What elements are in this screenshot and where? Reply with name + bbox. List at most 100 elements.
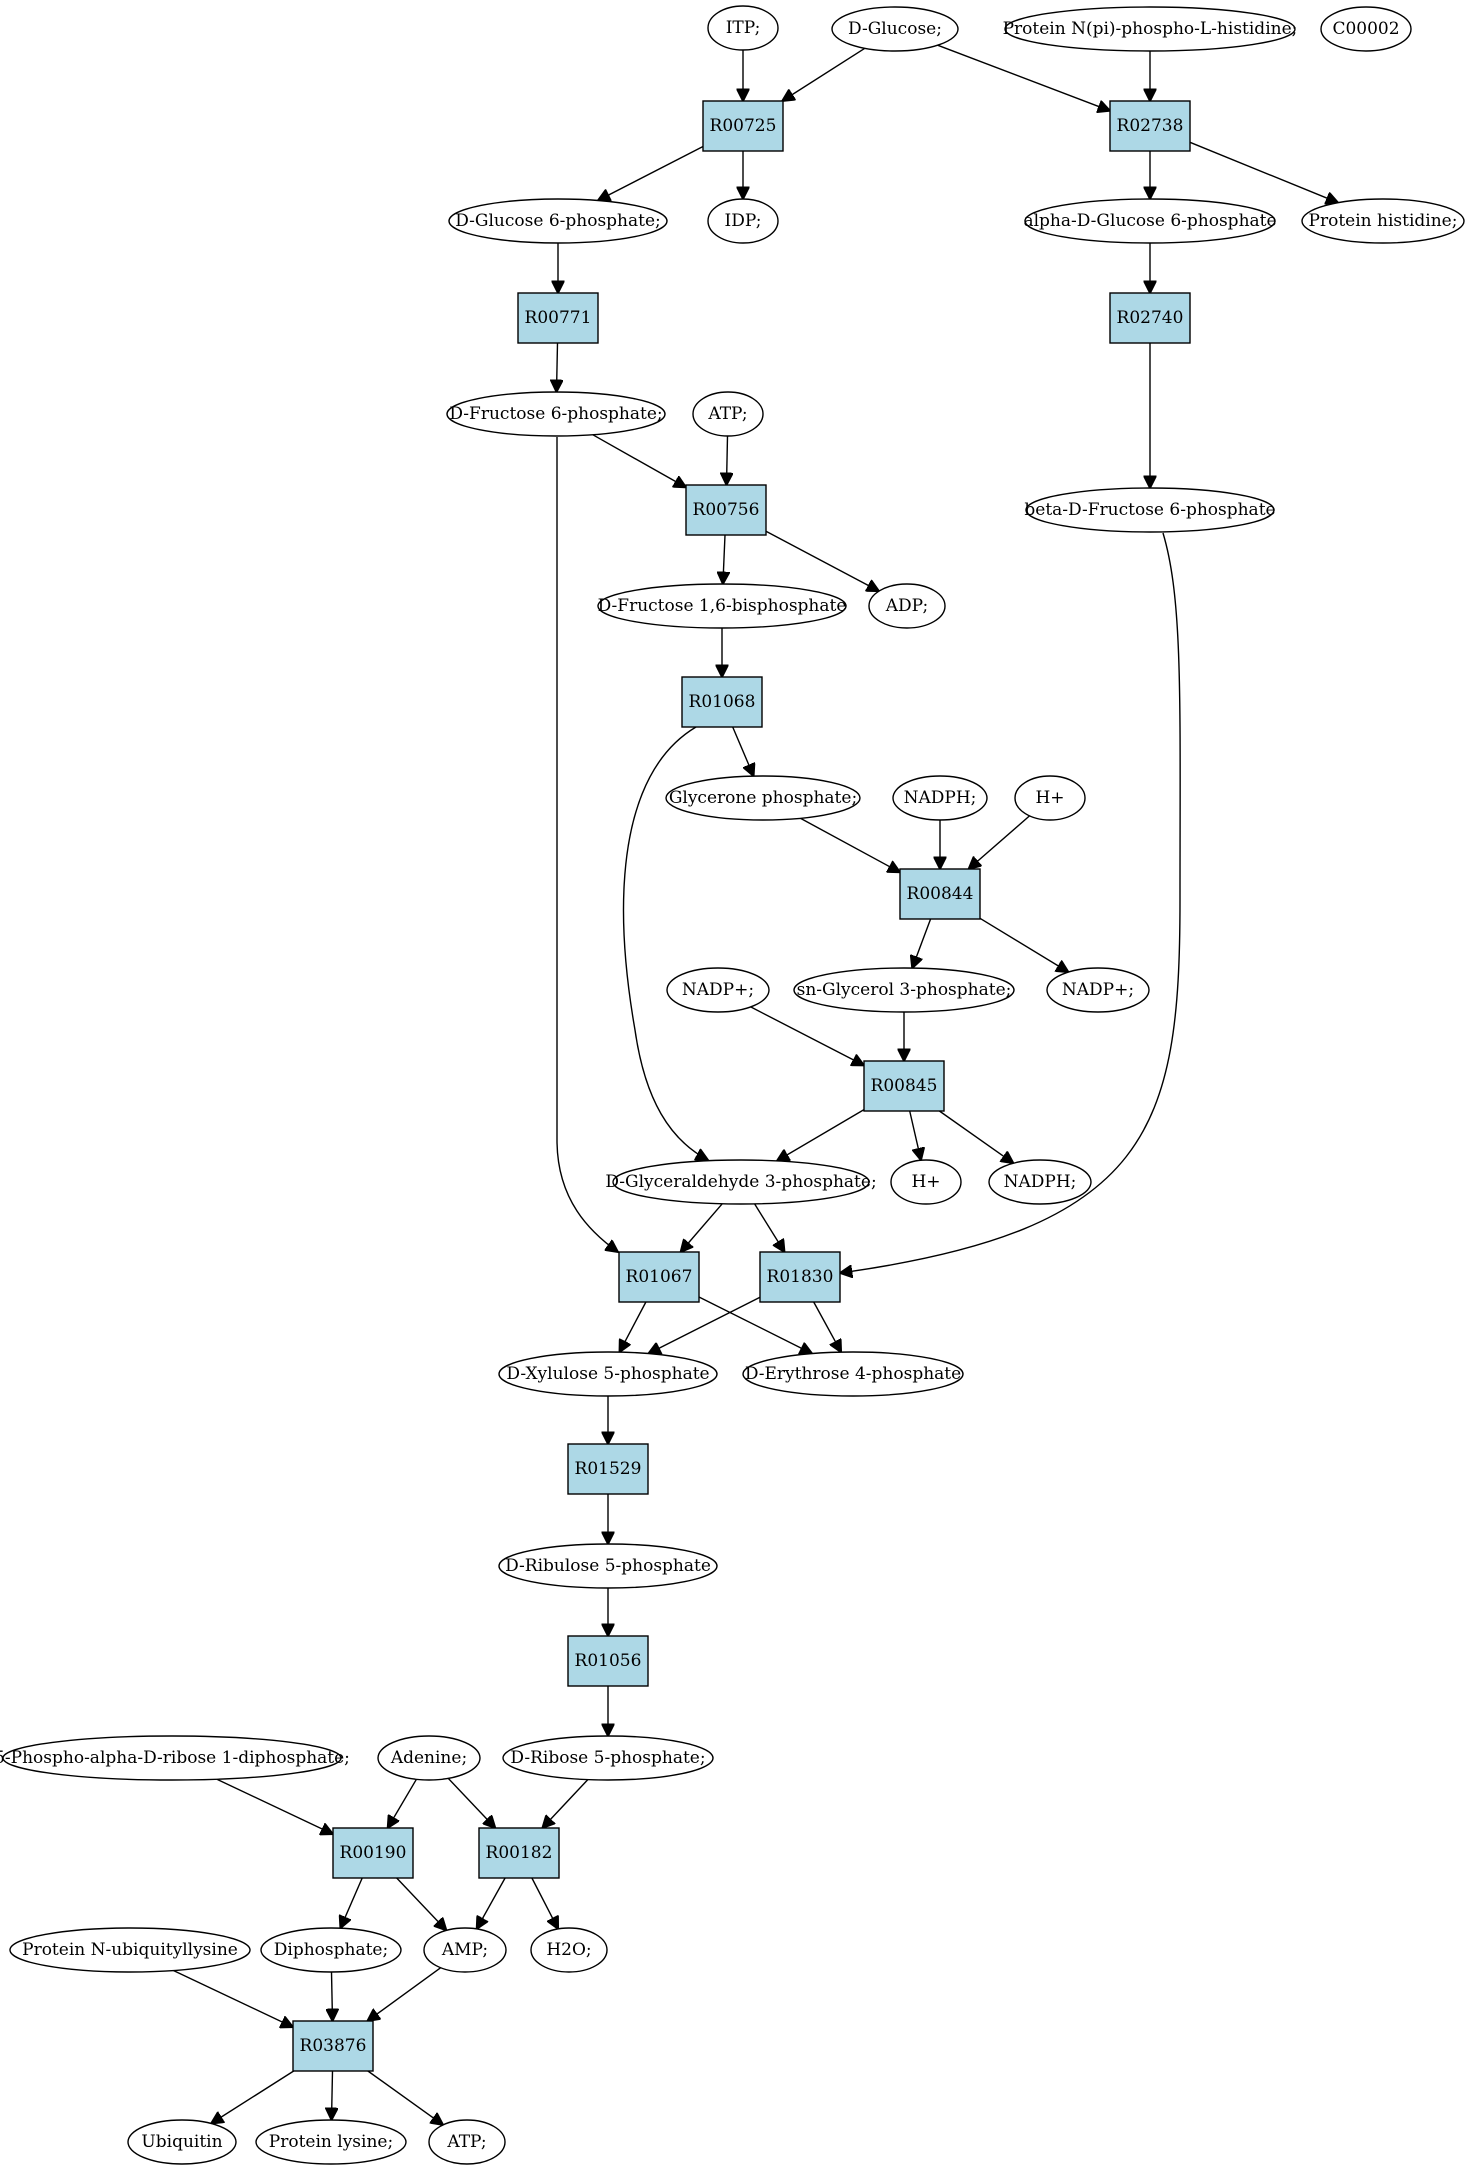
- compound-node-protein-n-ubiquityllysine[interactable]: Protein N-ubiquityllysine: [9, 1927, 251, 1973]
- compound-ellipse: [1025, 487, 1275, 533]
- reaction-node-r01830[interactable]: R01830: [759, 1251, 841, 1303]
- compound-node-5-phospho-alpha-d-ribose-1-diphosphate[interactable]: 5-Phospho-alpha-D-ribose 1-diphosphate;: [0, 1735, 350, 1781]
- node-label: H2O;: [546, 1940, 591, 1960]
- edge-d-glucose-to-r00725: [782, 47, 866, 101]
- compound-node-h-plus-2[interactable]: H+: [890, 1159, 962, 1205]
- compound-node-amp[interactable]: AMP;: [423, 1927, 507, 1973]
- node-label: NADP+;: [682, 980, 754, 1000]
- compound-node-d-fructose-16-bisphosphate[interactable]: D-Fructose 1,6-bisphosphate: [597, 583, 847, 629]
- edge-r00845-to-d-glyceraldehyde-3-phosphate: [777, 1108, 865, 1161]
- reaction-box: [517, 292, 599, 344]
- edge-r00845-to-h-plus-2: [909, 1110, 921, 1160]
- node-label: Protein lysine;: [269, 2132, 393, 2152]
- compound-node-alpha-d-glucose-6-phosphate[interactable]: alpha-D-Glucose 6-phosphate: [1023, 198, 1277, 244]
- node-label: R01056: [575, 1651, 642, 1671]
- node-label: NADPH;: [1004, 1172, 1077, 1192]
- node-label: ADP;: [885, 596, 928, 616]
- compound-node-d-ribose-5-phosphate[interactable]: D-Ribose 5-phosphate;: [502, 1735, 714, 1781]
- compound-node-d-erythrose-4-phosphate[interactable]: D-Erythrose 4-phosphate: [742, 1351, 964, 1397]
- compound-node-ubiquitin[interactable]: Ubiquitin: [127, 2119, 237, 2165]
- edge-r01830-to-d-xylulose-5-phosphate: [648, 1296, 761, 1353]
- compound-node-protein-histidine[interactable]: Protein histidine;: [1301, 198, 1465, 244]
- compound-ellipse: [377, 1735, 481, 1781]
- reaction-node-r02740[interactable]: R02740: [1109, 292, 1191, 344]
- edge-r01067-to-d-xylulose-5-phosphate: [620, 1301, 647, 1352]
- reaction-node-r00182[interactable]: R00182: [478, 1827, 560, 1879]
- edge-r00844-to-nadp-plus-1: [979, 917, 1069, 972]
- compound-ellipse: [742, 1351, 964, 1397]
- reaction-node-r00725[interactable]: R00725: [702, 100, 784, 152]
- reaction-node-r01068[interactable]: R01068: [681, 676, 763, 728]
- reaction-node-r01056[interactable]: R01056: [567, 1635, 649, 1687]
- reaction-node-r00771[interactable]: R00771: [517, 292, 599, 344]
- compound-node-protein-lysine[interactable]: Protein lysine;: [255, 2119, 407, 2165]
- reaction-node-r00756[interactable]: R00756: [685, 484, 767, 536]
- node-label: NADP+;: [1062, 980, 1134, 1000]
- compound-ellipse: [530, 1927, 608, 1973]
- compound-ellipse: [1301, 198, 1465, 244]
- reaction-box: [478, 1827, 560, 1879]
- node-label: D-Glucose;: [848, 19, 942, 39]
- compound-node-atp-1[interactable]: ATP;: [692, 391, 764, 437]
- compound-node-nadp-plus-1[interactable]: NADP+;: [1046, 967, 1150, 1013]
- edge-r00756-to-d-fructose-16-bisphosphate: [723, 534, 725, 584]
- compound-node-beta-d-fructose-6-phosphate[interactable]: beta-D-Fructose 6-phosphate: [1024, 487, 1276, 533]
- reaction-node-r00845[interactable]: R00845: [863, 1060, 945, 1112]
- compound-ellipse: [1024, 198, 1276, 244]
- edge-h-plus-1-to-r00844: [969, 815, 1030, 869]
- edge-r01068-to-d-glyceraldehyde-3-phosphate: [622, 726, 708, 1160]
- nodes-layer: ITP; D-Glucose; Protein N(pi)-phospho-L-hi…: [0, 5, 1465, 2165]
- compound-ellipse: [1014, 775, 1086, 821]
- compound-node-d-ribulose-5-phosphate[interactable]: D-Ribulose 5-phosphate: [498, 1543, 718, 1589]
- edge-d-fructose-6-phosphate-to-r01067: [556, 436, 618, 1252]
- compound-node-nadph-2[interactable]: NADPH;: [988, 1159, 1092, 1205]
- reaction-node-r03876[interactable]: R03876: [292, 2020, 374, 2072]
- compound-node-atp-2[interactable]: ATP;: [428, 2119, 506, 2165]
- reaction-node-r01529[interactable]: R01529: [567, 1443, 649, 1495]
- compound-node-c00002[interactable]: C00002: [1320, 6, 1412, 52]
- reaction-box: [681, 676, 763, 728]
- edge-d-glyceraldehyde-3-phosphate-to-r01067: [681, 1203, 723, 1252]
- reaction-box: [1109, 292, 1191, 344]
- node-label: R03876: [300, 2036, 367, 2056]
- node-label: alpha-D-Glucose 6-phosphate: [1023, 211, 1276, 231]
- compound-node-glycerone-phosphate[interactable]: Glycerone phosphate;: [665, 775, 861, 821]
- compound-node-adp[interactable]: ADP;: [868, 583, 946, 629]
- compound-ellipse: [1320, 6, 1412, 52]
- compound-node-itp[interactable]: ITP;: [707, 5, 779, 51]
- reaction-box: [292, 2020, 374, 2072]
- compound-node-idp[interactable]: IDP;: [707, 198, 779, 244]
- edge-r03876-to-atp-2: [367, 2070, 443, 2125]
- compound-node-h2o[interactable]: H2O;: [530, 1927, 608, 1973]
- compound-node-d-glyceraldehyde-3-phosphate[interactable]: D-Glyceraldehyde 3-phosphate;: [605, 1159, 877, 1205]
- compound-ellipse: [890, 1159, 962, 1205]
- reaction-node-r02738[interactable]: R02738: [1109, 100, 1191, 152]
- compound-node-h-plus-1[interactable]: H+: [1014, 775, 1086, 821]
- compound-node-nadph-1[interactable]: NADPH;: [892, 775, 988, 821]
- compound-node-d-fructose-6-phosphate[interactable]: D-Fructose 6-phosphate;: [446, 391, 666, 437]
- compound-ellipse: [666, 967, 770, 1013]
- reaction-node-r00190[interactable]: R00190: [332, 1827, 414, 1879]
- compound-node-d-glucose-6-phosphate[interactable]: D-Glucose 6-phosphate;: [448, 198, 668, 244]
- node-label: R00756: [693, 500, 760, 520]
- node-label: ITP;: [726, 18, 761, 38]
- compound-node-diphosphate[interactable]: Diphosphate;: [260, 1927, 402, 1973]
- node-label: Adenine;: [390, 1748, 467, 1768]
- compound-ellipse: [260, 1927, 402, 1973]
- reaction-node-r00844[interactable]: R00844: [899, 868, 981, 920]
- node-label: H+: [1035, 788, 1064, 808]
- edge-r00756-to-adp: [765, 530, 879, 591]
- node-label: Diphosphate;: [274, 1940, 388, 1960]
- compound-node-nadp-plus-2[interactable]: NADP+;: [666, 967, 770, 1013]
- node-label: IDP;: [725, 211, 762, 231]
- node-label: R02740: [1117, 308, 1184, 328]
- compound-node-adenine[interactable]: Adenine;: [377, 1735, 481, 1781]
- edge-nadp-plus-2-to-r00845: [750, 1006, 864, 1066]
- compound-node-d-glucose[interactable]: D-Glucose;: [831, 6, 959, 52]
- compound-node-protein-npi-phospho-l-histidine[interactable]: Protein N(pi)-phospho-L-histidine;: [1003, 6, 1298, 52]
- compound-node-sn-glycerol-3-phosphate[interactable]: sn-Glycerol 3-phosphate;: [793, 967, 1015, 1013]
- compound-node-d-xylulose-5-phosphate[interactable]: D-Xylulose 5-phosphate: [498, 1351, 718, 1397]
- compound-ellipse: [9, 1927, 251, 1973]
- reaction-node-r01067[interactable]: R01067: [618, 1251, 700, 1303]
